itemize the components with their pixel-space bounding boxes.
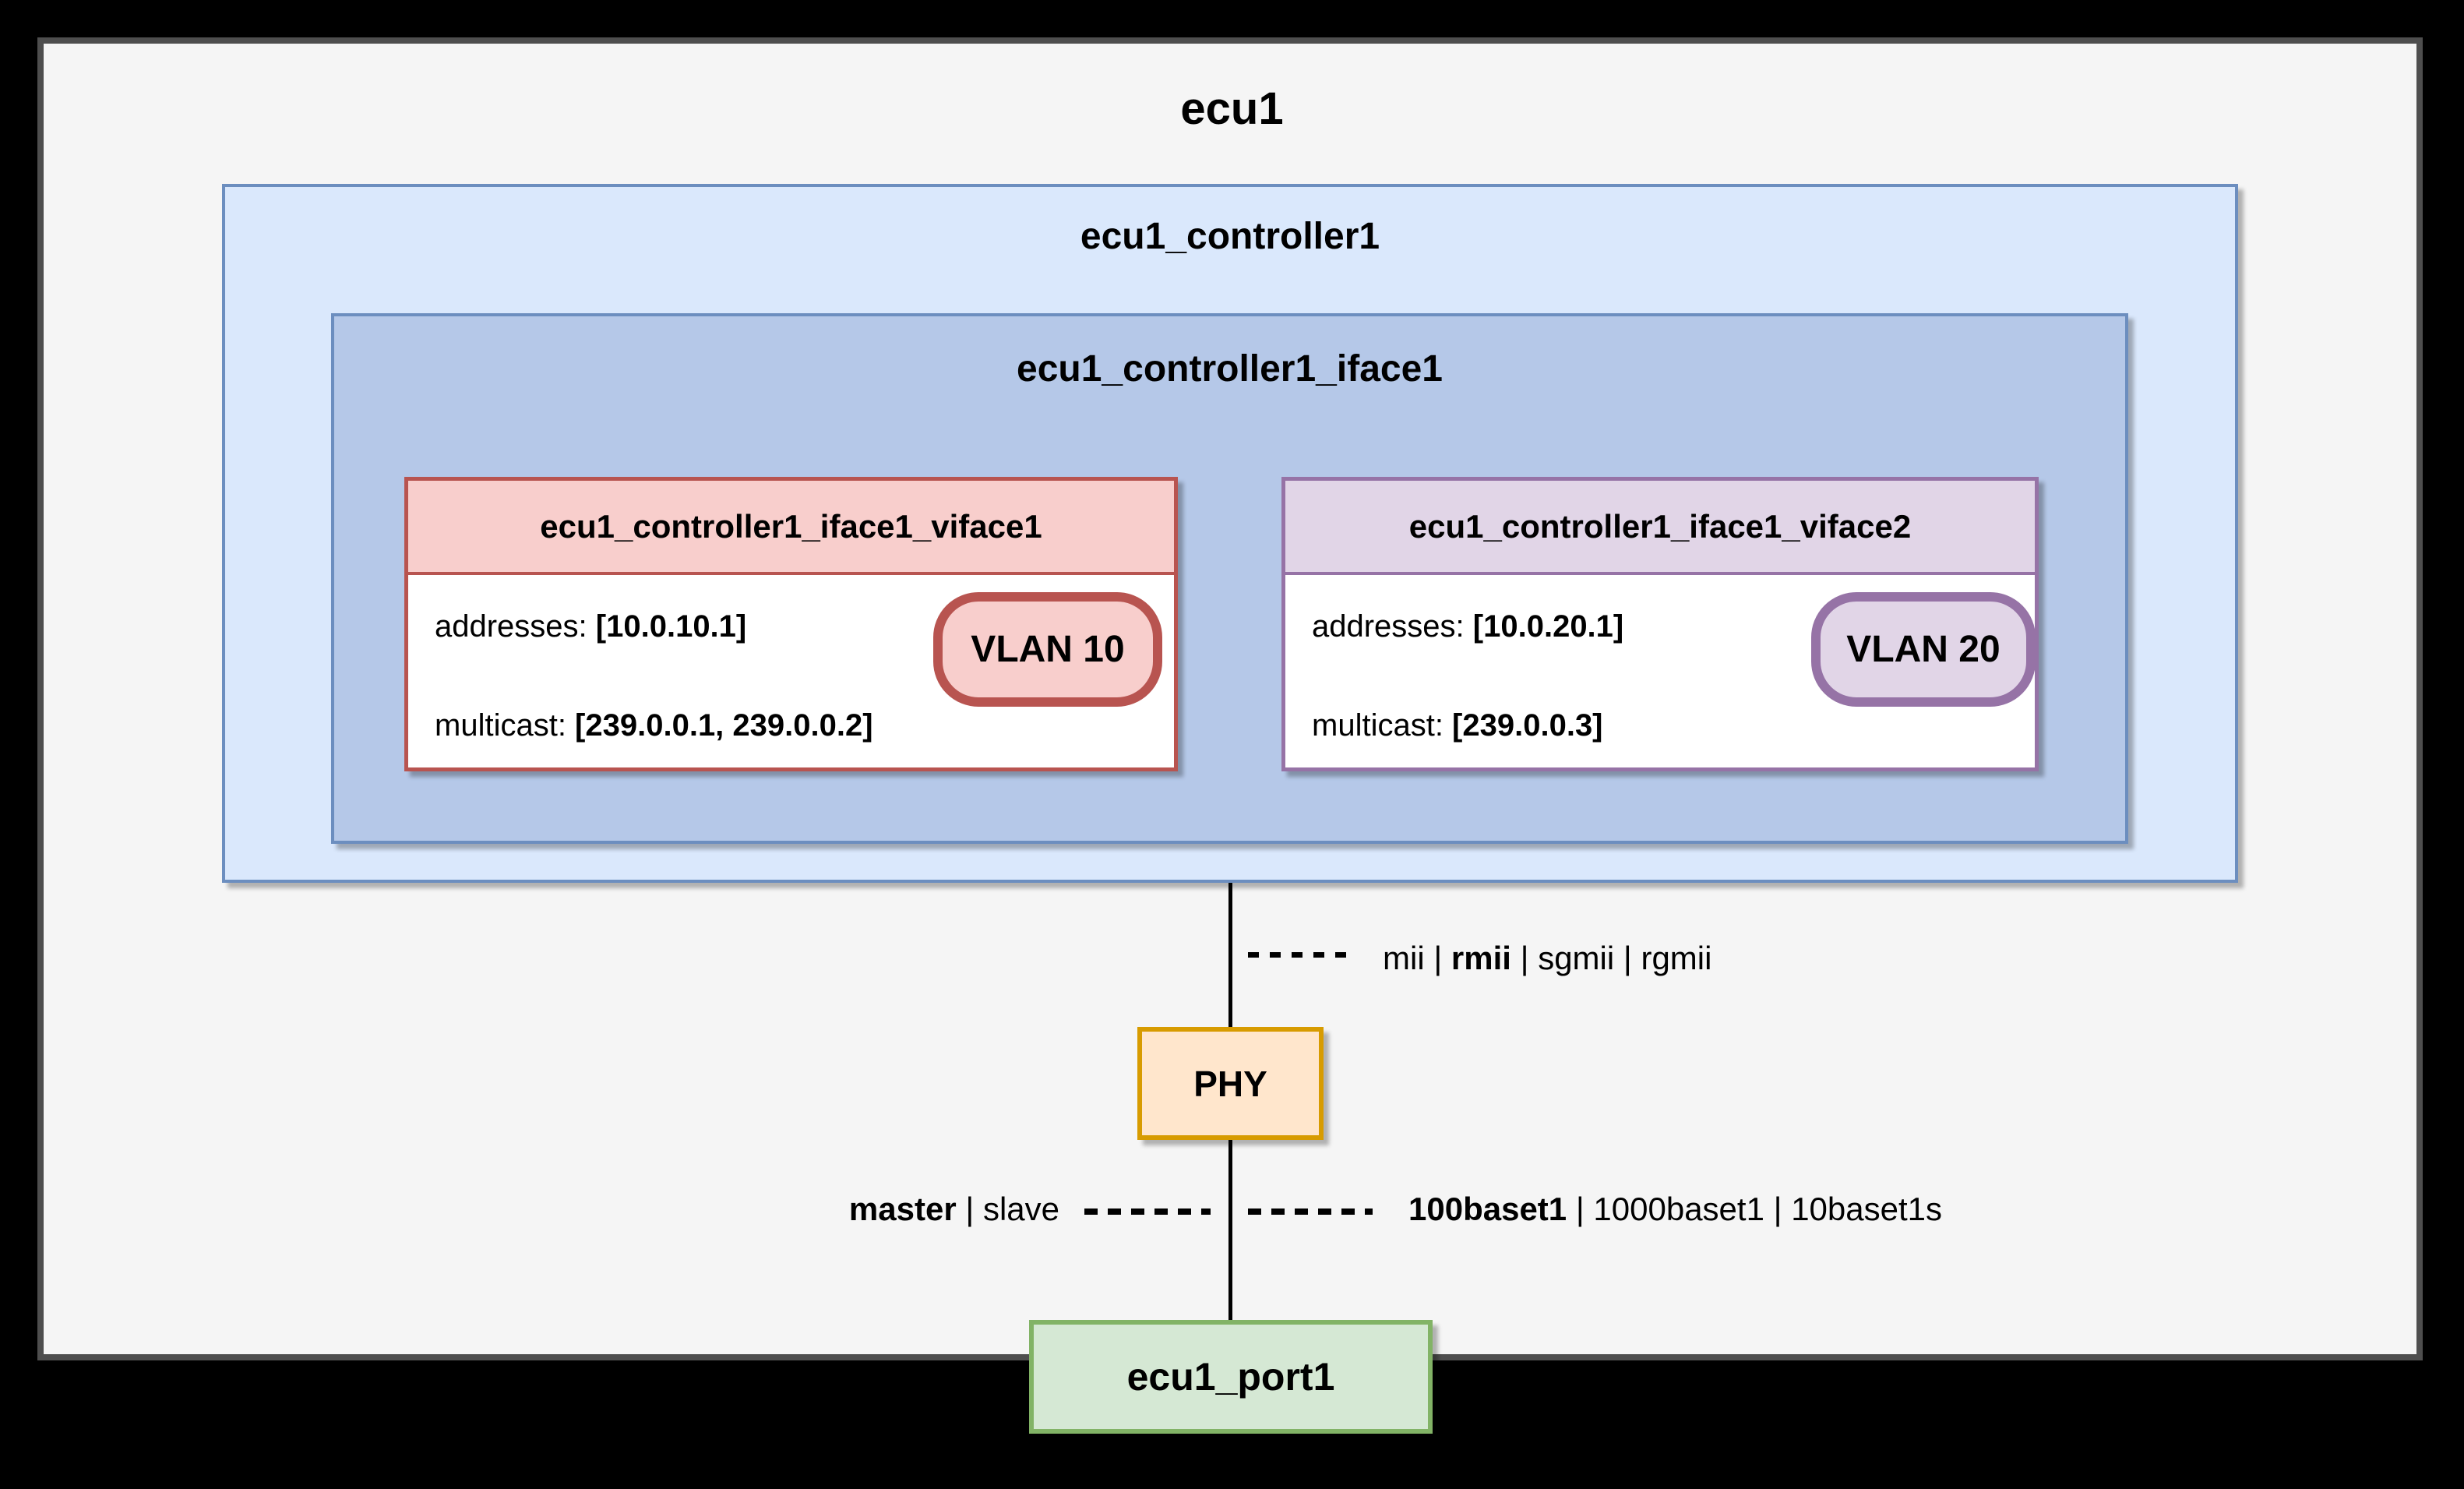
mii-label-dash [1248,952,1349,958]
viface1-box: ecu1_controller1_iface1_viface1 addresse… [404,477,1178,771]
speed-label-dash [1248,1208,1373,1215]
viface2-multicast-row: multicast: [239.0.0.3] [1312,708,1603,743]
addresses-label: addresses: [435,609,596,644]
role-label: master | slave [848,1191,1059,1227]
phy-box: PHY [1137,1027,1324,1140]
mii-modes-label: mii | rmii | sgmii | rgmii [1383,940,1712,976]
addresses-value: [10.0.20.1] [1472,609,1624,644]
port-box: ecu1_port1 [1029,1320,1433,1434]
iface-title: ecu1_controller1_iface1 [1017,348,1443,390]
addresses-value: [10.0.10.1] [595,609,747,644]
multicast-value: [239.0.0.3] [1452,708,1603,743]
viface1-addresses-row: addresses: [10.0.10.1] [435,609,746,644]
vlan10-badge: VLAN 10 [933,592,1162,707]
viface1-multicast-row: multicast: [239.0.0.1, 239.0.0.2] [435,708,873,743]
viface2-box: ecu1_controller1_iface1_viface2 addresse… [1281,477,2039,771]
controller-title: ecu1_controller1 [1080,216,1380,257]
phy-port-link-line [1228,1140,1232,1321]
multicast-value: [239.0.0.1, 239.0.0.2] [575,708,873,743]
viface2-addresses-row: addresses: [10.0.20.1] [1312,609,1623,644]
viface1-title: ecu1_controller1_iface1_viface1 [408,481,1174,575]
viface2-title: ecu1_controller1_iface1_viface2 [1285,481,2035,575]
vlan20-badge: VLAN 20 [1811,592,2036,707]
ecu-title: ecu1 [1180,83,1284,134]
role-label-dash [1084,1208,1211,1215]
controller-phy-link-line [1228,883,1232,1028]
multicast-label: multicast: [435,708,576,743]
speed-label: 100baset1 | 1000baset1 | 10baset1s [1408,1191,1943,1227]
addresses-label: addresses: [1312,609,1473,644]
multicast-label: multicast: [1312,708,1453,743]
